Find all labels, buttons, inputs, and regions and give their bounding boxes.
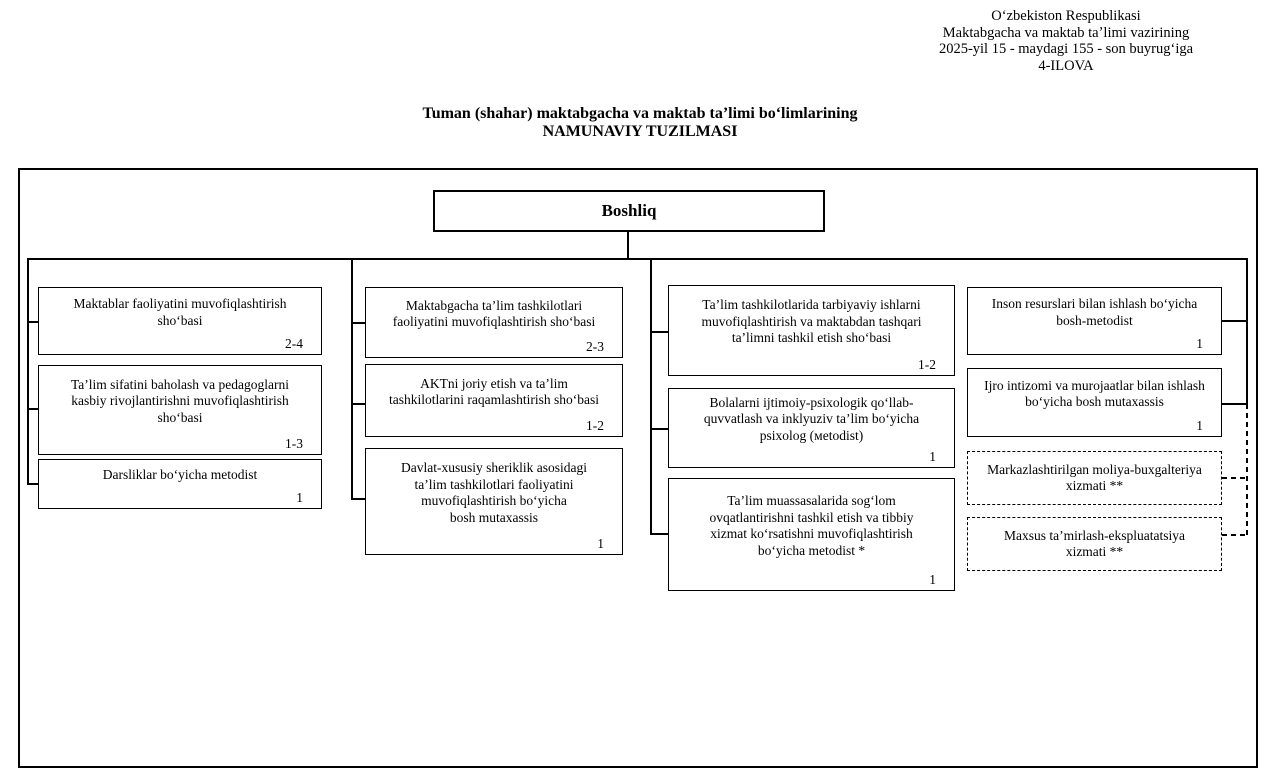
box-stub (27, 321, 38, 323)
box-stub (1222, 320, 1248, 322)
staff-count: 1-2 (918, 357, 936, 372)
org-box-label-line: psixolog (мetodist) (759, 427, 864, 443)
staff-count: 1 (296, 490, 303, 505)
org-box-label-line: Ijro intizomi va murojaatlar bilan ishla… (984, 377, 1205, 393)
doc-ref-line: Maktabgacha va maktab taʼlimi vazirining (942, 24, 1190, 41)
document-reference: Oʻzbekiston Respublikasi Maktabgacha va … (880, 8, 1252, 74)
org-box-label-line: Davlat-xususiy sheriklik asosidagi (401, 460, 587, 475)
staff-count: 2-3 (586, 339, 604, 354)
box-stub (351, 403, 365, 405)
column-spine (351, 258, 353, 499)
doc-ref-line: Oʻzbekiston Respublikasi (991, 8, 1141, 24)
staff-count: 1 (929, 572, 936, 587)
box-stub (650, 428, 668, 430)
org-box-label-line: Taʼlim sifatini baholash va pedagoglarni (71, 376, 289, 392)
org-box-label-line: boʻyicha bosh mutaxassis (1025, 394, 1164, 409)
org-box-root-label: Boshliq (601, 201, 657, 220)
page-title: Tuman (shahar) maktabgacha va maktab taʼ… (0, 105, 1280, 141)
org-box-label: Ijro intizomi va murojaatlar bilan ishla… (984, 378, 1205, 411)
connector-rail (27, 258, 1248, 260)
org-box-label-line: Markazlashtirilgan moliya-buxgalteriya (987, 461, 1202, 477)
box-stub (1222, 403, 1248, 405)
staff-count: 1-2 (586, 418, 604, 433)
org-box-label: Taʼlim sifatini baholash va pedagoglarni… (71, 377, 289, 427)
org-box: Bolalarni ijtimoiy-psixologik qoʻllab-qu… (668, 388, 955, 468)
staff-count: 1 (597, 536, 604, 551)
column-spine (650, 258, 652, 534)
org-box-label-line: bosh-metodist (1056, 312, 1133, 328)
org-box-label-line: taʼlim tashkilotlari faoliyatini (414, 476, 574, 492)
staff-count: 1-3 (285, 436, 303, 451)
page-title-line2: NAMUNAVIY TUZILMASI (542, 123, 738, 140)
org-box-label-line: xizmati ** (1065, 478, 1124, 493)
root-connector (627, 232, 629, 260)
doc-ref-line: 4-ILOVA (1038, 57, 1094, 74)
box-stub (650, 331, 668, 333)
box-stub (1222, 534, 1248, 536)
org-box-label-line: kasbiy rivojlantirishni muvofiqlashtiris… (71, 393, 289, 409)
staff-count: 1 (1196, 418, 1203, 433)
org-box-label: Bolalarni ijtimoiy-psixologik qoʻllab-qu… (704, 395, 919, 445)
org-box-root: Boshliq (433, 190, 825, 232)
org-box: Taʼlim sifatini baholash va pedagoglarni… (38, 365, 322, 455)
org-box-label-line: taʼlimni tashkil etish shoʻbasi (731, 330, 892, 346)
org-box-label-line: xizmat koʻrsatishni muvofiqlashtirish (710, 526, 913, 541)
org-box-label-line: Maktabgacha taʼlim tashkilotlari (405, 297, 583, 313)
org-box-label-line: ovqatlantirishni tashkil etish va tibbiy (709, 509, 914, 525)
org-box-label-line: boʻyicha metodist * (757, 542, 866, 558)
org-box-label-line: shoʻbasi (157, 409, 203, 425)
org-box-label-line: shoʻbasi (157, 312, 203, 328)
org-box-label-line: bosh mutaxassis (449, 509, 539, 525)
org-box-label: Darsliklar boʻyicha metodist (103, 467, 257, 484)
org-box-label-line: Darsliklar boʻyicha metodist (102, 467, 258, 483)
org-box-label-line: Maxsus taʼmirlash-ekspluatatsiya (1003, 527, 1186, 543)
org-box-label-line: xizmati ** (1065, 544, 1124, 559)
box-stub (351, 322, 365, 324)
staff-count: 2-4 (285, 336, 303, 351)
org-box-label-line: AKTni joriy etish va taʼlim (420, 375, 568, 391)
box-stub (27, 408, 38, 410)
org-box-label-line: tashkilotlarini raqamlashtirish shoʻbasi (389, 392, 599, 407)
org-box: Darsliklar boʻyicha metodist 1 (38, 459, 322, 509)
box-stub (1222, 477, 1248, 479)
org-box-label-line: Bolalarni ijtimoiy-psixologik qoʻllab- (709, 394, 914, 410)
org-box-label-line: faoliyatini muvofiqlashtirish shoʻbasi (392, 314, 596, 329)
column-spine (1246, 258, 1248, 404)
org-box-label-line: muvofiqlashtirish boʻyicha (421, 493, 567, 508)
column-spine (27, 258, 29, 484)
org-box-label-line: muvofiqlashtirish va maktabdan tashqari (701, 313, 922, 329)
org-box: Taʼlim tashkilotlarida tarbiyaviy ishlar… (668, 285, 955, 376)
org-box-label-line: Taʼlim muassasalarida sogʻlom (727, 493, 896, 508)
org-box-label: Taʼlim tashkilotlarida tarbiyaviy ishlar… (701, 297, 921, 347)
org-box: Ijro intizomi va murojaatlar bilan ishla… (967, 368, 1222, 437)
org-box-label-line: Maktablar faoliyatini muvofiqlashtirish (73, 296, 287, 311)
staff-count: 1 (929, 449, 936, 464)
staff-count: 1 (1196, 336, 1203, 351)
org-box-label-line: Taʼlim tashkilotlarida tarbiyaviy ishlar… (702, 297, 921, 313)
box-stub (27, 483, 38, 485)
column-spine-dashed (1246, 404, 1248, 535)
doc-ref-line: 2025-yil 15 - maydagi 155 - son buyrugʻi… (938, 41, 1194, 57)
box-stub (351, 498, 365, 500)
box-stub (650, 533, 668, 535)
page-title-line1: Tuman (shahar) maktabgacha va maktab taʼ… (422, 105, 858, 122)
org-box-label-line: Inson resurslari bilan ishlash boʻyicha (991, 296, 1198, 311)
org-box-label-line: quvvatlash va inklyuziv taʼlim boʻyicha (703, 411, 920, 427)
